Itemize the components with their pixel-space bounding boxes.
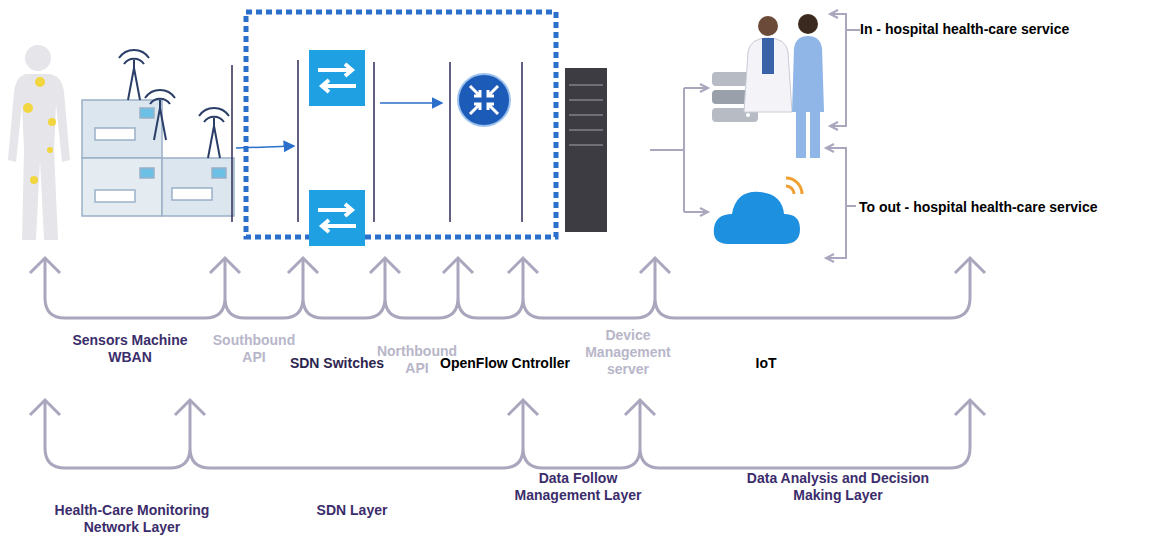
- cloud-icon: [714, 178, 802, 244]
- human-figure: [8, 45, 70, 240]
- layer-divider: [232, 60, 522, 222]
- layer-label: Data Follow Management Layer: [513, 470, 643, 504]
- server-icon: [565, 68, 607, 232]
- bracket: [826, 10, 862, 262]
- layer-label: OpenFlow Cntroller: [435, 355, 575, 372]
- layer-label: IoT: [736, 355, 796, 372]
- layer-label: Health-Care Monitoring Network Layer: [32, 502, 232, 536]
- antenna: [119, 50, 229, 158]
- layer-label: Sensors Machine WBAN: [60, 332, 200, 366]
- layer-arrows: [45, 258, 970, 318]
- layer-label: SDN Layer: [292, 502, 412, 519]
- controller-icon: [458, 74, 510, 126]
- layer-arrows: [45, 400, 970, 468]
- sdn-boundary: [246, 12, 556, 237]
- branch-line: [650, 88, 706, 212]
- hospital-rooms: [82, 100, 234, 216]
- layer-label: To out - hospital health-care service: [859, 199, 1121, 216]
- layer-label: Data Analysis and Decision Making Layer: [738, 470, 938, 504]
- layer-label: SDN Switches: [287, 355, 387, 372]
- sdn-switch-icon: [309, 50, 365, 246]
- layer-label: In - hospital health-care service: [860, 21, 1100, 38]
- layer-label: Device Management server: [578, 327, 678, 378]
- doctors-figure: [744, 14, 824, 158]
- layer-label: Southbound API: [204, 332, 304, 366]
